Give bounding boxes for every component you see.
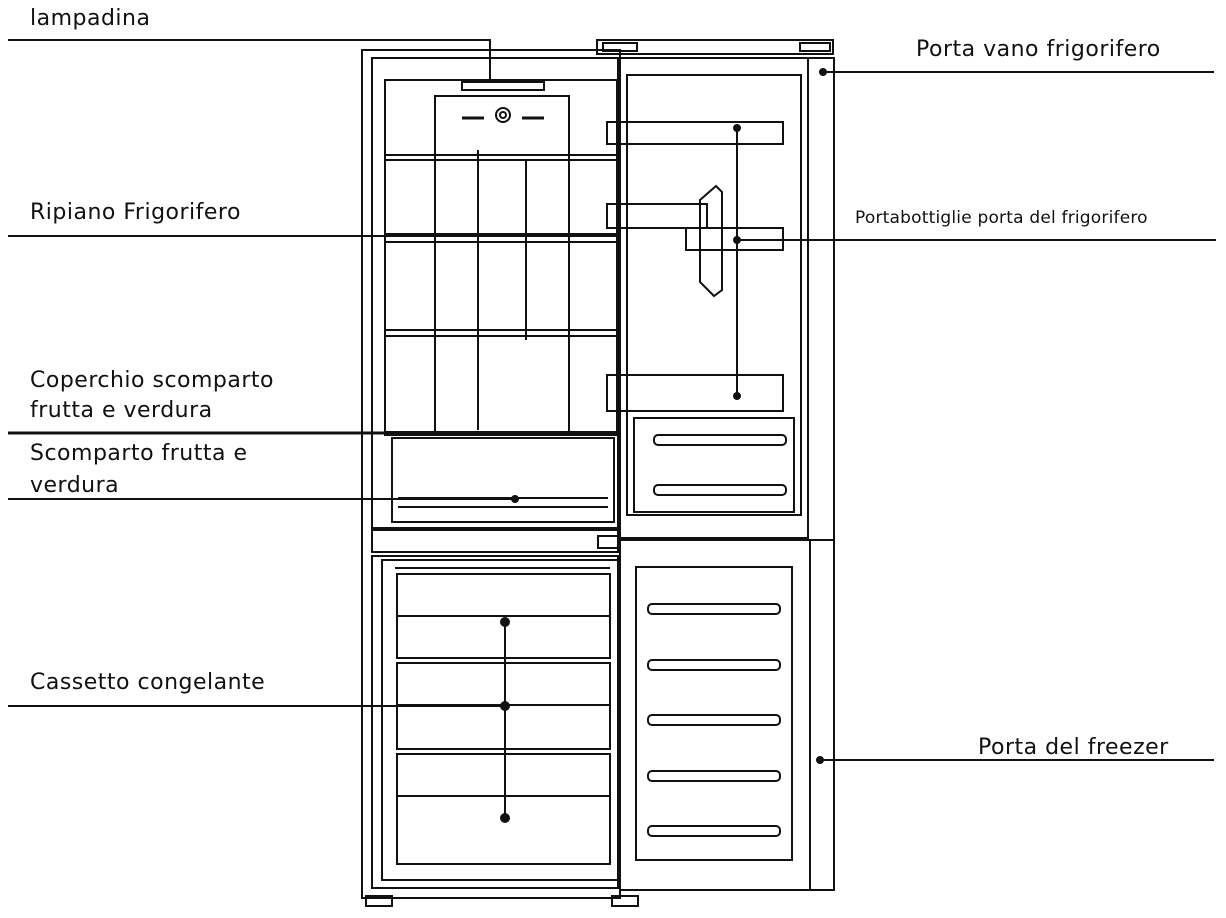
fridge-door [606, 57, 835, 541]
label-ripiano-frigorifero: Ripiano Frigorifero [30, 200, 241, 225]
cabinet [361, 39, 834, 899]
label-coperchio-line1: Coperchio scomparto [30, 368, 275, 393]
label-porta-vano: Porta vano frigorifero [916, 37, 1161, 62]
leader-lines [8, 39, 1216, 761]
label-portabottiglie: Portabottiglie porta del frigorifero [855, 208, 1148, 228]
freezer-drawer-3 [396, 753, 611, 865]
leader-lampadina [8, 39, 491, 82]
label-scomparto-line2: verdura [30, 473, 120, 498]
divider [371, 529, 619, 553]
label-coperchio-line2: frutta e verdura [30, 398, 213, 423]
crisper [385, 431, 617, 523]
fridge-shelves [385, 150, 617, 430]
label-lampadina: lampadina [30, 6, 151, 31]
freezer [365, 555, 639, 907]
label-scomparto-line1: Scomparto frutta e [30, 441, 248, 466]
freezer-door [619, 539, 835, 891]
label-cassetto-congelante: Cassetto congelante [30, 670, 266, 695]
label-porta-freezer: Porta del freezer [978, 735, 1169, 760]
lamp [461, 81, 545, 91]
